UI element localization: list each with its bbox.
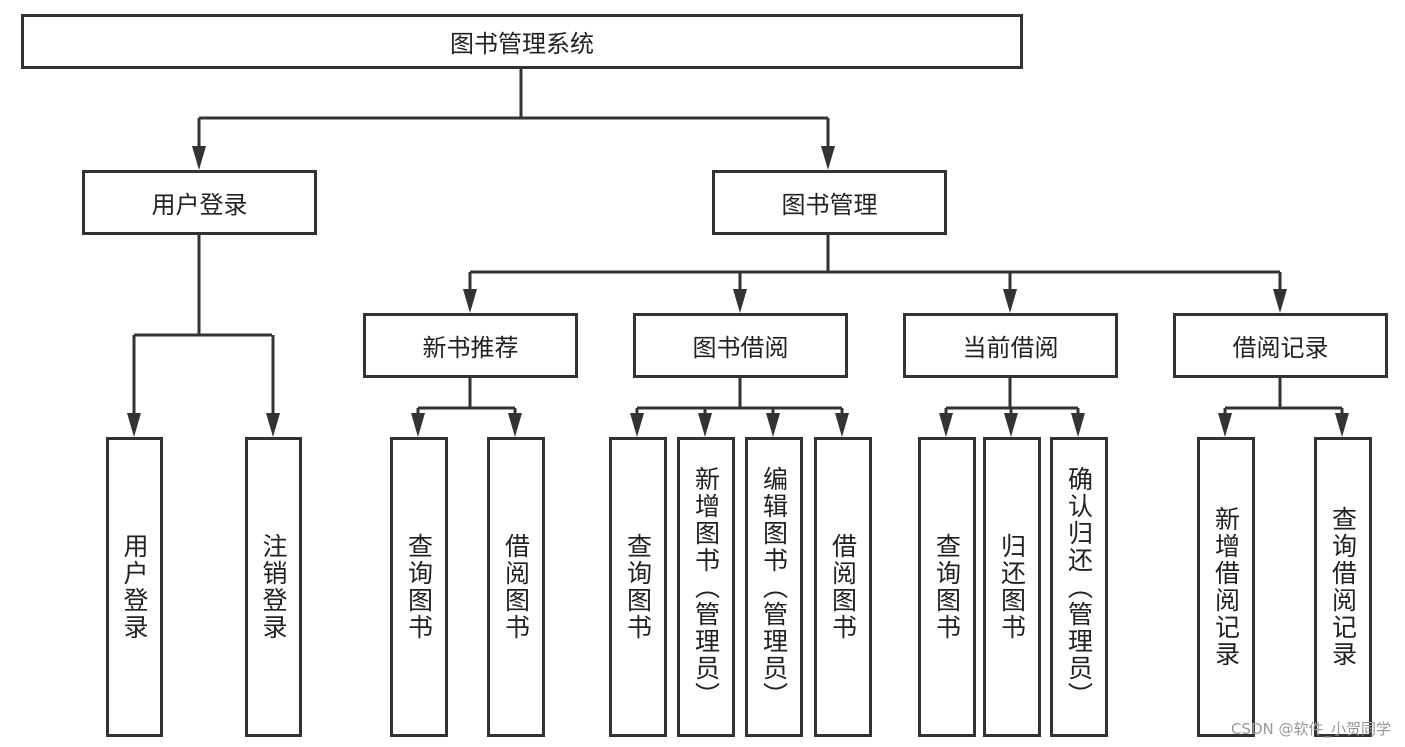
module-node: 新书推荐 (363, 313, 578, 378)
leaf-node: 借阅图书 (487, 437, 545, 737)
arrowhead (733, 289, 747, 313)
leaf-node: 新增借阅记录 (1197, 437, 1255, 737)
arrowhead (192, 146, 206, 170)
arrowhead (1273, 289, 1287, 313)
node-label: 借阅记录 (1232, 334, 1329, 362)
leaf-node: 查询图书 (918, 437, 976, 737)
node-label: 图书借阅 (692, 334, 789, 362)
leaf-node: 确认归还（管理员） (1050, 437, 1108, 737)
node-label: 新书推荐 (422, 334, 519, 362)
arrowhead (1335, 413, 1349, 437)
leaf-node: 编辑图书（管理员） (745, 437, 803, 737)
arrowhead (1218, 413, 1232, 437)
leaf-node: 用户登录 (106, 437, 163, 737)
arrowhead (266, 413, 280, 437)
node-label: 查询图书 (623, 533, 653, 641)
leaf-node: 查询图书 (609, 437, 667, 737)
arrowhead (835, 413, 849, 437)
leaf-node: 归还图书 (983, 437, 1041, 737)
node-label: 注销登录 (259, 533, 288, 641)
node-label: 查询图书 (932, 533, 962, 641)
arrowhead (411, 413, 425, 437)
node-label: 借阅图书 (501, 533, 531, 641)
node-label: 当前借阅 (962, 334, 1059, 362)
node-label: 用户登录 (151, 191, 248, 219)
arrowhead (463, 289, 477, 313)
node-label: 新增借阅记录 (1211, 506, 1241, 668)
node-book-management: 图书管理 (712, 170, 947, 235)
arrowhead (698, 413, 712, 437)
arrowhead (630, 413, 644, 437)
node-label: 用户登录 (120, 533, 149, 641)
node-user-login: 用户登录 (82, 170, 317, 235)
leaf-node: 新增图书（管理员） (677, 437, 735, 737)
arrowhead (508, 413, 522, 437)
arrowhead (821, 146, 835, 170)
root-node: 图书管理系统 (21, 14, 1023, 69)
module-node: 借阅记录 (1173, 313, 1388, 378)
node-label: 归还图书 (997, 533, 1027, 641)
leaf-node: 借阅图书 (814, 437, 872, 737)
arrowhead (1004, 413, 1018, 437)
node-label: 编辑图书（管理员） (759, 465, 789, 709)
module-node: 当前借阅 (903, 313, 1118, 378)
root-label: 图书管理系统 (450, 30, 594, 58)
node-label: 借阅图书 (828, 533, 858, 641)
watermark: CSDN @软件_小贺同学 (1230, 720, 1391, 738)
node-label: 确认归还（管理员） (1064, 465, 1094, 709)
node-label: 查询图书 (404, 533, 434, 641)
leaf-node: 查询借阅记录 (1314, 437, 1372, 737)
arrowhead (939, 413, 953, 437)
arrowhead (127, 413, 141, 437)
leaf-node: 查询图书 (390, 437, 448, 737)
node-label: 新增图书（管理员） (691, 465, 721, 709)
node-label: 查询借阅记录 (1328, 506, 1358, 668)
leaf-node: 注销登录 (245, 437, 302, 737)
node-label: 图书管理 (781, 191, 878, 219)
arrowhead (1003, 289, 1017, 313)
arrowhead (766, 413, 780, 437)
module-node: 图书借阅 (633, 313, 848, 378)
arrowhead (1071, 413, 1085, 437)
